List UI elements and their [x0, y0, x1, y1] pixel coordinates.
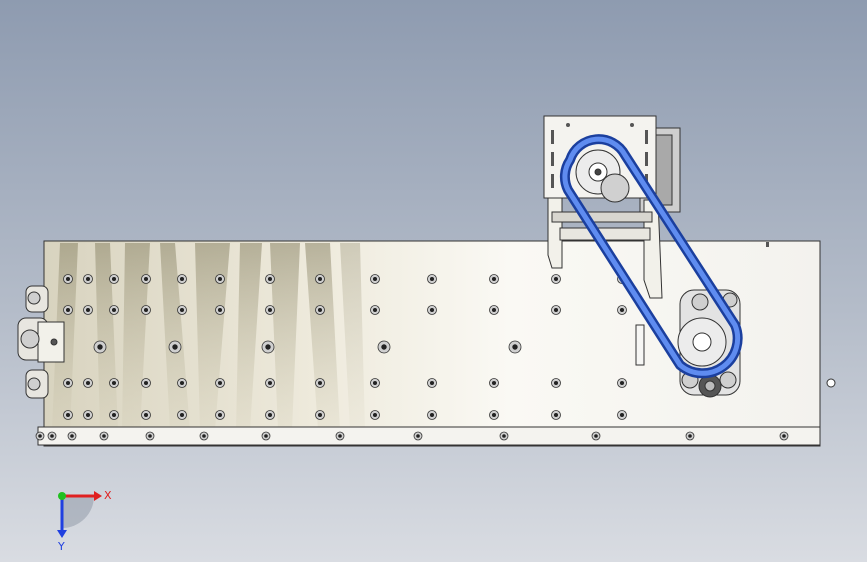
mounting-hole	[63, 305, 73, 315]
mounting-hole	[83, 378, 93, 388]
y-axis-label: Y	[57, 540, 65, 552]
mounting-hole	[779, 431, 789, 441]
mounting-hole	[265, 274, 275, 284]
mounting-hole	[215, 378, 225, 388]
plate-hole-pattern	[35, 274, 789, 441]
mounting-hole	[265, 410, 275, 420]
y-axis-arrow	[57, 530, 67, 538]
mounting-hole	[427, 305, 437, 315]
mounting-hole	[83, 305, 93, 315]
mounting-hole	[83, 274, 93, 284]
mounting-hole	[413, 431, 423, 441]
mounting-hole	[551, 274, 561, 284]
mounting-hole	[489, 274, 499, 284]
mounting-hole	[168, 340, 182, 354]
mounting-hole	[141, 378, 151, 388]
mounting-hole	[109, 410, 119, 420]
bottom-rail	[37, 426, 821, 446]
mounting-hole	[489, 378, 499, 388]
mounting-hole	[591, 431, 601, 441]
mounting-hole	[141, 274, 151, 284]
mounting-hole	[63, 274, 73, 284]
mounting-hole	[215, 274, 225, 284]
mounting-hole	[35, 431, 45, 441]
mounting-hole	[370, 378, 380, 388]
mounting-hole	[551, 410, 561, 420]
x-axis-label: X	[104, 489, 112, 502]
plate-reflections	[52, 243, 365, 430]
mounting-hole	[427, 274, 437, 284]
mounting-hole	[99, 431, 109, 441]
mounting-hole	[63, 378, 73, 388]
mounting-hole	[215, 410, 225, 420]
mounting-hole	[315, 305, 325, 315]
mounting-hole	[93, 340, 107, 354]
motor-bracket-assembly[interactable]	[543, 115, 681, 299]
mounting-hole	[141, 305, 151, 315]
mounting-hole	[489, 410, 499, 420]
plate-notch	[766, 242, 769, 247]
mounting-hole	[617, 378, 627, 388]
mounting-hole	[145, 431, 155, 441]
mounting-hole	[370, 305, 380, 315]
mounting-hole	[109, 305, 119, 315]
mounting-hole	[261, 340, 275, 354]
mounting-hole	[47, 431, 57, 441]
mounting-hole	[427, 410, 437, 420]
reference-triad: X Y	[57, 489, 112, 552]
mounting-hole	[315, 410, 325, 420]
mounting-hole	[499, 431, 509, 441]
mounting-hole	[335, 431, 345, 441]
mounting-hole	[370, 410, 380, 420]
plate-slot	[635, 324, 645, 366]
mounting-hole	[551, 305, 561, 315]
mounting-hole	[315, 378, 325, 388]
x-axis-arrow	[94, 491, 102, 501]
mounting-hole	[215, 305, 225, 315]
mounting-hole	[315, 274, 325, 284]
mounting-hole	[109, 378, 119, 388]
mounting-hole	[261, 431, 271, 441]
mounting-hole	[427, 378, 437, 388]
mounting-hole	[177, 305, 187, 315]
mounting-hole	[377, 340, 391, 354]
z-axis-dot	[58, 492, 66, 500]
mounting-hole	[508, 340, 522, 354]
mounting-hole	[83, 410, 93, 420]
mounting-hole	[63, 410, 73, 420]
mounting-hole	[265, 305, 275, 315]
left-connector-block[interactable]	[17, 285, 65, 399]
mounting-hole	[265, 378, 275, 388]
mounting-hole	[685, 431, 695, 441]
plate-screw-right	[826, 378, 836, 388]
triad-shade	[62, 496, 94, 528]
mounting-hole	[370, 274, 380, 284]
mounting-hole	[177, 378, 187, 388]
mounting-hole	[617, 305, 627, 315]
timing-belt[interactable]	[559, 134, 743, 379]
mounting-hole	[617, 410, 627, 420]
mounting-hole	[551, 378, 561, 388]
mounting-hole	[177, 410, 187, 420]
mounting-hole	[177, 274, 187, 284]
idler-pulley-assembly[interactable]	[677, 289, 741, 398]
mounting-hole	[141, 410, 151, 420]
mounting-hole	[109, 274, 119, 284]
mounting-hole	[199, 431, 209, 441]
mounting-hole	[489, 305, 499, 315]
mounting-hole	[67, 431, 77, 441]
